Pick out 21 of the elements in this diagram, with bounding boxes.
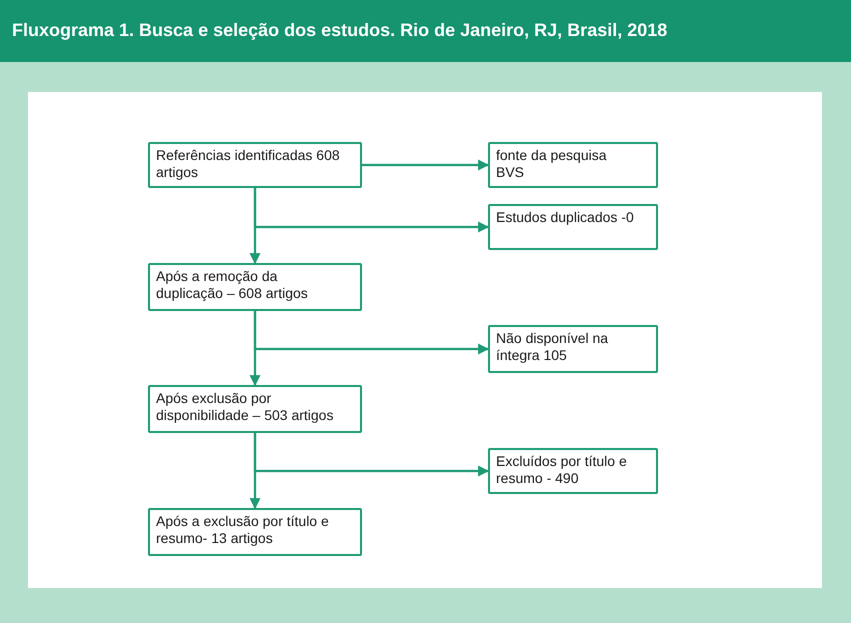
box-text: Excluídos por título e resumo - 490	[496, 453, 628, 487]
figure-title: Fluxograma 1. Busca e seleção dos estudos. Rio de Janeiro, RJ, Brasil, 2018	[12, 20, 668, 41]
box-text: Não disponível na íntegra 105	[496, 330, 610, 364]
process-box	[488, 142, 658, 188]
process-box	[488, 325, 658, 373]
process-box	[488, 448, 658, 494]
box-text: fonte da pesquisa BVS	[496, 147, 608, 181]
arrow	[250, 188, 260, 264]
arrow	[362, 160, 490, 170]
process-box	[148, 385, 362, 433]
process-box	[148, 142, 362, 188]
box-text: Referências identificadas 608 artigos	[156, 147, 341, 181]
process-box	[148, 508, 362, 556]
arrow	[250, 433, 260, 510]
box-text: Estudos duplicados -0	[496, 209, 634, 226]
arrow	[250, 311, 260, 386]
process-box	[488, 204, 658, 250]
process-box	[148, 263, 362, 311]
box-text: Após exclusão por disponibilidade – 503 artigos	[156, 390, 334, 424]
box-text: Após a remoção da duplicação – 608 artigos	[156, 268, 309, 302]
box-text: Após a exclusão por título e resumo- 13 artigos	[156, 513, 330, 547]
